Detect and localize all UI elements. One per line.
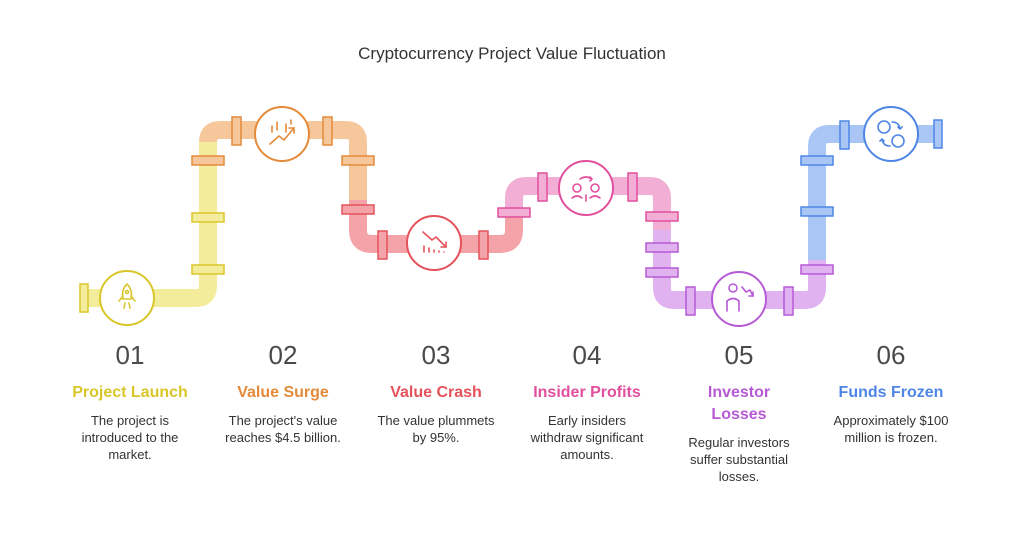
step-label: Insider Profits	[533, 384, 641, 401]
step-5: 05 Investor Losses Regular investors suf…	[664, 338, 814, 485]
step-label: Investor Losses	[707, 384, 771, 423]
step-description: Early insiders withdraw significant amou…	[530, 413, 644, 462]
pipe-segment-1	[79, 142, 225, 326]
pipe-segment-6	[800, 106, 943, 260]
exchange-people-icon	[571, 176, 601, 202]
step-number: 05	[724, 340, 754, 370]
step-number: 02	[268, 340, 298, 370]
step-number: 06	[876, 340, 906, 370]
step-label: Value Surge	[237, 384, 329, 401]
step-1: 01 Project Launch The project is introdu…	[55, 338, 205, 463]
step-4: 04 Insider Profits Early insiders withdr…	[512, 338, 662, 463]
step-description: The project is introduced to the market.	[81, 413, 179, 462]
step-number: 04	[572, 340, 602, 370]
step-number: 01	[115, 340, 145, 370]
step-6: 06 Funds Frozen Approximately $100 milli…	[816, 338, 966, 446]
step-2: 02 Value Surge The project's value reach…	[208, 338, 358, 446]
growth-chart-icon	[269, 119, 295, 145]
pipe-segment-2	[191, 106, 375, 230]
step-label: Project Launch	[72, 384, 188, 401]
step-label: Value Crash	[390, 384, 482, 401]
step-label: Funds Frozen	[838, 384, 944, 401]
page-title: Cryptocurrency Project Value Fluctuation	[358, 44, 666, 63]
step-description: The value plummets by 95%.	[377, 413, 495, 445]
investor-loss-icon	[726, 283, 754, 312]
rocket-icon	[118, 283, 136, 309]
pipe-segment-4	[497, 160, 679, 230]
decline-chart-icon	[422, 231, 447, 253]
currency-exchange-icon	[877, 120, 905, 148]
step-description: Regular investors suffer substantial los…	[688, 435, 790, 484]
step-3: 03 Value Crash The value plummets by 95%…	[361, 338, 511, 446]
step-description: The project's value reaches $4.5 billion…	[225, 413, 341, 445]
step-description: Approximately $100 million is frozen.	[833, 413, 949, 445]
pipe-segment-5	[645, 230, 834, 327]
step-number: 03	[421, 340, 451, 370]
pipe-segment-3	[341, 200, 523, 271]
